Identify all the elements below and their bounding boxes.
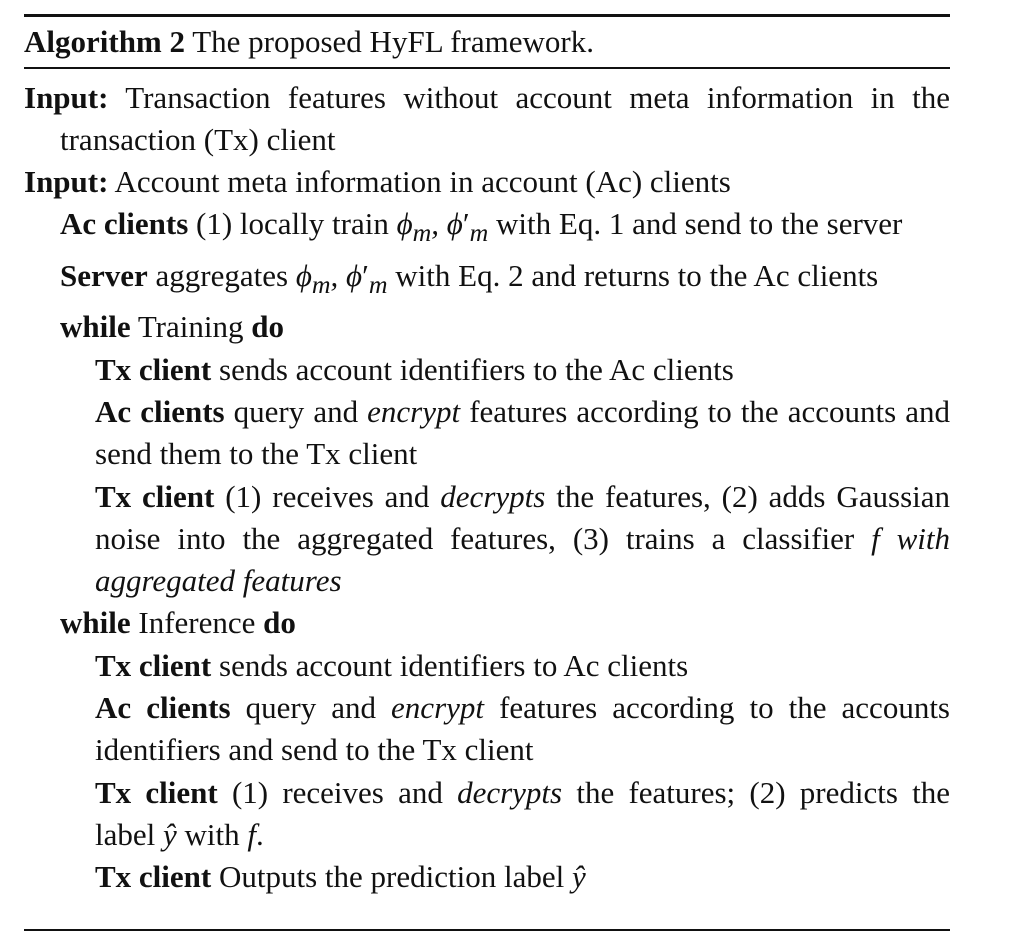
while-keyword: while [60, 309, 131, 345]
while-condition: Training [137, 309, 244, 345]
training-step-1: Tx client sends account identifiers to t… [24, 349, 950, 391]
step-actor: Ac clients [95, 393, 225, 429]
algorithm-box: Algorithm 2 The proposed HyFL framework.… [24, 14, 950, 931]
step-actor: Tx client [95, 647, 212, 683]
step-emphasis: with aggregated features [95, 520, 951, 599]
step-actor: Tx client [95, 859, 212, 895]
input-line-2: Input: Account meta information in accou… [24, 161, 950, 203]
do-keyword: do [263, 605, 296, 641]
step-text: aggregates [155, 257, 289, 293]
step-text: query and [233, 393, 359, 429]
ac-train-step: Ac clients (1) locally train ϕm, ϕ′m wit… [24, 203, 950, 254]
algorithm-body: Input: Transaction features without acco… [24, 69, 950, 899]
step-text: (1) receives and [231, 774, 443, 810]
training-while: while Training do [24, 306, 950, 348]
step-text: with [184, 816, 240, 852]
step-text: with Eq. 1 and send to the server [496, 206, 903, 242]
algorithm-caption: Algorithm 2 The proposed HyFL framework. [24, 17, 950, 67]
algorithm-label: Algorithm 2 [24, 24, 186, 59]
while-condition: Inference [138, 605, 256, 641]
while-keyword: while [60, 605, 131, 641]
step-actor: Tx client [95, 774, 218, 810]
step-text: Outputs the prediction label [219, 859, 565, 895]
step-text: the features; (2) predicts the label [95, 774, 951, 852]
step-text: sends account identifiers to Ac clients [219, 647, 689, 683]
training-step-2: Ac clients query and encrypt features ac… [24, 391, 950, 476]
do-keyword: do [251, 309, 284, 345]
bottom-rule [24, 929, 950, 931]
step-text: sends account identifiers to the Ac clie… [219, 351, 734, 387]
input-text: Account meta information in account (Ac)… [114, 164, 731, 200]
step-text: (1) locally train [196, 206, 389, 242]
step-actor: Ac clients [60, 206, 189, 242]
caption-rule [24, 67, 950, 69]
server-aggregate-step: Server aggregates ϕm, ϕ′m with Eq. 2 and… [24, 255, 950, 306]
step-emphasis: decrypts [440, 478, 546, 514]
step-text: with Eq. 2 and returns to the Ac clients [395, 257, 879, 293]
inference-step-2: Ac clients query and encrypt features ac… [24, 687, 950, 772]
step-emphasis: encrypt [391, 690, 485, 726]
step-text: features according to the accounts ident… [95, 690, 950, 768]
step-actor: Server [60, 257, 148, 293]
inference-step-1: Tx client sends account identifiers to A… [24, 645, 950, 687]
step-emphasis: encrypt [367, 393, 461, 429]
step-text: the features, (2) adds Gaussian noise in… [95, 478, 951, 556]
input-keyword: Input: [24, 79, 109, 115]
step-emphasis: decrypts [457, 774, 563, 810]
training-step-3: Tx client (1) receives and decrypts the … [24, 476, 950, 603]
step-text: (1) receives and [225, 478, 430, 514]
math-f: f [247, 816, 257, 852]
input-text: Transaction features without account met… [60, 79, 950, 157]
math-y-hat: ŷ [163, 816, 177, 852]
inference-step-3: Tx client (1) receives and decrypts the … [24, 772, 950, 857]
math-y-hat: ŷ [571, 859, 586, 895]
inference-while: while Inference do [24, 602, 950, 644]
step-actor: Tx client [95, 351, 212, 387]
math-phi-m: ϕm, ϕ′m [396, 206, 489, 248]
step-text: query and [245, 690, 376, 726]
step-text: features according to the accounts and s… [95, 393, 951, 472]
step-text: . [256, 816, 264, 852]
step-actor: Ac clients [95, 690, 231, 726]
inference-step-4: Tx client Outputs the prediction label ŷ [24, 856, 950, 898]
input-keyword: Input: [24, 164, 109, 200]
math-f: f [871, 520, 880, 556]
math-phi-m: ϕm, ϕ′m [295, 257, 388, 300]
algorithm-title: The proposed HyFL framework. [192, 24, 594, 59]
input-line-1: Input: Transaction features without acco… [24, 77, 950, 162]
top-rule [24, 14, 950, 17]
step-actor: Tx client [95, 478, 215, 514]
